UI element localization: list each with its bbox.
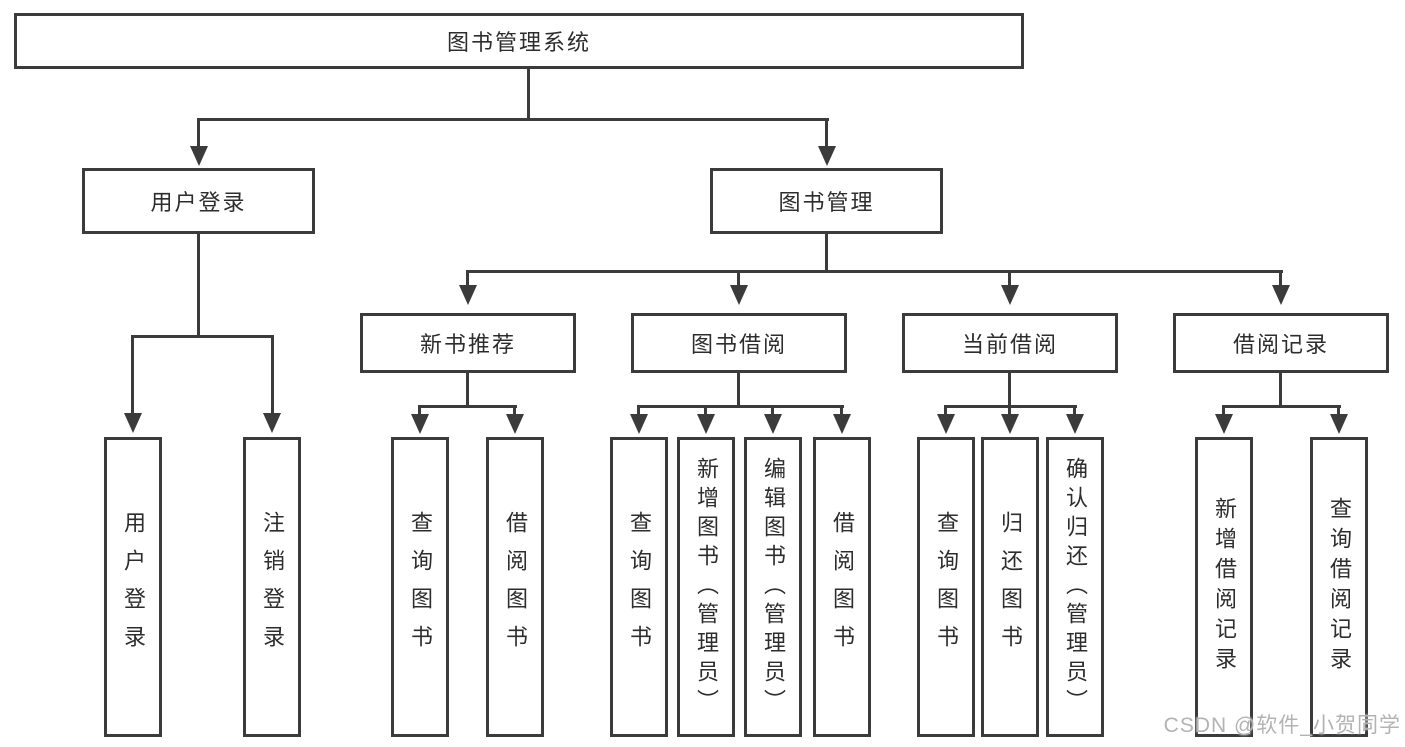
arrowhead-down bbox=[818, 146, 836, 166]
leaf-borrow-borrow-books-label: 借阅图书 bbox=[830, 511, 855, 663]
connector bbox=[1008, 373, 1011, 407]
node-user-login: 用户登录 bbox=[82, 168, 315, 234]
arrowhead-down bbox=[630, 414, 648, 434]
leaf-borrow-edit-books-admin-label: 编辑图书（管理员） bbox=[761, 456, 786, 718]
node-book-borrowing-label: 图书借阅 bbox=[690, 332, 787, 357]
arrowhead-down bbox=[124, 413, 142, 433]
leaf-current-return-books: 归还图书 bbox=[981, 437, 1039, 737]
arrowhead-down bbox=[411, 414, 429, 434]
arrowhead-down bbox=[1215, 414, 1233, 434]
leaf-newbook-borrow-books-label: 借阅图书 bbox=[503, 511, 528, 663]
watermark: CSDN @软件_小贺同学 bbox=[1163, 714, 1401, 737]
leaf-newbook-query-books: 查询图书 bbox=[391, 437, 449, 737]
node-book-management-label: 图书管理 bbox=[778, 190, 875, 215]
arrowhead-down bbox=[1001, 285, 1019, 305]
connector bbox=[197, 118, 829, 121]
arrowhead-down bbox=[764, 414, 782, 434]
arrowhead-down bbox=[459, 285, 477, 305]
connector bbox=[825, 118, 828, 146]
leaf-records-add-record-label: 新增借阅记录 bbox=[1212, 497, 1237, 677]
connector bbox=[131, 335, 274, 338]
connector bbox=[466, 270, 469, 287]
connector bbox=[637, 405, 640, 416]
leaf-records-query-record: 查询借阅记录 bbox=[1310, 437, 1368, 737]
leaf-current-query-books-label: 查询图书 bbox=[934, 511, 959, 663]
connector bbox=[737, 373, 740, 407]
leaf-newbook-query-books-label: 查询图书 bbox=[408, 511, 433, 663]
leaf-borrow-add-books-admin-label: 新增图书（管理员） bbox=[694, 456, 719, 718]
node-library-system-label: 图书管理系统 bbox=[446, 30, 591, 55]
arrowhead-down bbox=[937, 414, 955, 434]
connector bbox=[271, 335, 274, 415]
connector bbox=[637, 405, 844, 408]
leaf-borrow-query-books-label: 查询图书 bbox=[627, 511, 652, 663]
connector bbox=[1008, 405, 1011, 416]
leaf-user-login-label: 用户登录 bbox=[121, 511, 146, 663]
connector bbox=[1279, 373, 1282, 407]
leaf-user-login: 用户登录 bbox=[104, 437, 162, 737]
node-user-login-label: 用户登录 bbox=[150, 190, 247, 215]
leaf-newbook-borrow-books: 借阅图书 bbox=[486, 437, 544, 737]
leaf-borrow-add-books-admin: 新增图书（管理员） bbox=[677, 437, 735, 737]
leaf-logout: 注销登录 bbox=[243, 437, 301, 737]
arrowhead-down bbox=[1272, 285, 1290, 305]
arrowhead-down bbox=[190, 146, 208, 166]
leaf-current-confirm-return-admin: 确认归还（管理员） bbox=[1046, 437, 1104, 737]
connector bbox=[1222, 405, 1341, 408]
arrowhead-down bbox=[506, 414, 524, 434]
leaf-logout-label: 注销登录 bbox=[260, 511, 285, 663]
node-book-management: 图书管理 bbox=[710, 168, 943, 234]
leaf-records-add-record: 新增借阅记录 bbox=[1195, 437, 1253, 737]
node-book-borrowing: 图书借阅 bbox=[631, 313, 847, 373]
connector bbox=[466, 270, 1283, 273]
arrowhead-down bbox=[1330, 414, 1348, 434]
node-current-borrowing: 当前借阅 bbox=[902, 313, 1118, 373]
connector bbox=[825, 234, 828, 273]
arrowhead-down bbox=[730, 285, 748, 305]
leaf-borrow-edit-books-admin: 编辑图书（管理员） bbox=[744, 437, 802, 737]
connector bbox=[527, 69, 530, 120]
node-library-system: 图书管理系统 bbox=[14, 13, 1024, 69]
arrowhead-down bbox=[1066, 414, 1084, 434]
arrowhead-down bbox=[833, 414, 851, 434]
connector bbox=[418, 405, 517, 408]
connector bbox=[1008, 270, 1011, 287]
connector bbox=[737, 270, 740, 287]
node-new-book-recommend-label: 新书推荐 bbox=[419, 332, 516, 357]
connector bbox=[197, 118, 200, 146]
connector bbox=[840, 405, 843, 416]
leaf-records-query-record-label: 查询借阅记录 bbox=[1327, 497, 1352, 677]
node-borrowing-records: 借阅记录 bbox=[1173, 313, 1389, 373]
connector bbox=[513, 405, 516, 416]
connector bbox=[197, 234, 200, 338]
connector bbox=[466, 373, 469, 407]
node-new-book-recommend: 新书推荐 bbox=[360, 313, 576, 373]
leaf-current-query-books: 查询图书 bbox=[917, 437, 975, 737]
connector bbox=[1279, 270, 1282, 287]
arrowhead-down bbox=[697, 414, 715, 434]
connector bbox=[704, 405, 707, 416]
leaf-current-return-books-label: 归还图书 bbox=[998, 511, 1023, 663]
arrowhead-down bbox=[1001, 414, 1019, 434]
connector bbox=[1222, 405, 1225, 416]
leaf-borrow-borrow-books: 借阅图书 bbox=[813, 437, 871, 737]
leaf-borrow-query-books: 查询图书 bbox=[610, 437, 668, 737]
node-borrowing-records-label: 借阅记录 bbox=[1232, 332, 1329, 357]
connector bbox=[1337, 405, 1340, 416]
leaf-current-confirm-return-admin-label: 确认归还（管理员） bbox=[1063, 456, 1088, 718]
connector bbox=[771, 405, 774, 416]
node-current-borrowing-label: 当前借阅 bbox=[961, 332, 1058, 357]
connector bbox=[131, 335, 134, 415]
arrowhead-down bbox=[263, 413, 281, 433]
connector bbox=[944, 405, 947, 416]
connector bbox=[418, 405, 421, 416]
connector bbox=[1073, 405, 1076, 416]
